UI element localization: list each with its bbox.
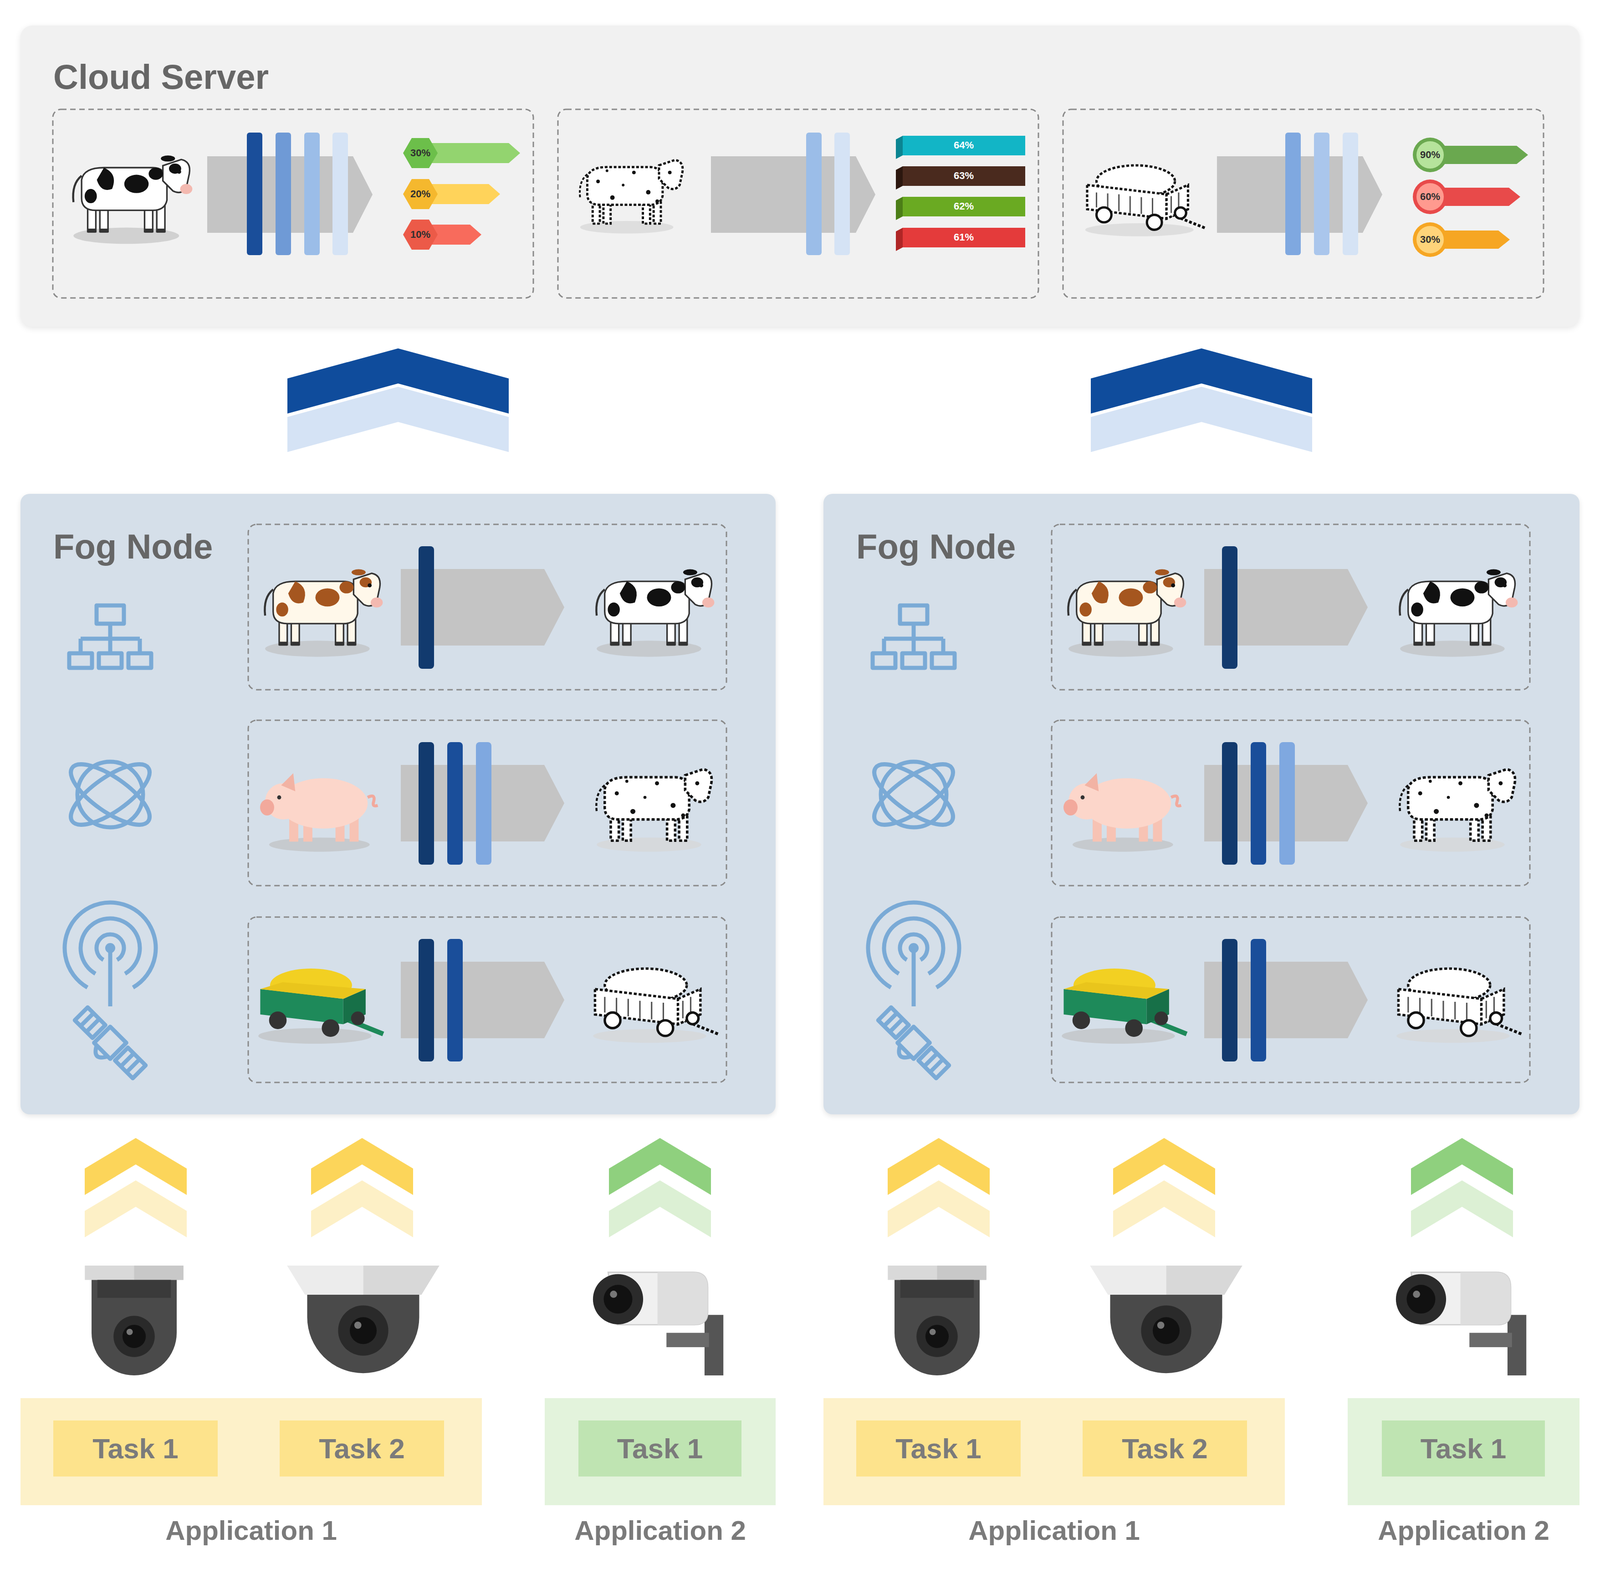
cloud-illustration-part [895,196,903,220]
upload-chevron [1410,1137,1514,1238]
fog-illustration-part [865,524,1530,1085]
cloud-illustration-part [895,166,903,190]
percentage-label: 61% [953,232,974,243]
task-box: Task 1 [53,1420,218,1477]
task-box: Task 1 [856,1420,1021,1477]
cloud-illustration-part-part [557,109,1039,298]
flow-chevron [287,348,509,453]
percentage-label: 60% [1420,191,1441,202]
percentage-label: 90% [1420,149,1441,160]
panel-title: Cloud Server [53,59,269,95]
cloud-illustration-part-part [52,109,534,298]
upload-chevron [1113,1137,1216,1238]
dome-camera [286,1265,440,1373]
cloud-illustration-part [52,109,1544,298]
fog-illustration [823,493,1580,1115]
percentage-label: 30% [410,148,431,159]
flow-chevron [1090,348,1313,453]
percentage-label: 62% [953,201,974,212]
application-label: Application 1 [968,1516,1140,1544]
task-box: Task 1 [1381,1420,1545,1477]
application-label: Application 2 [574,1516,747,1544]
cloud-illustration-part [1412,222,1448,257]
cloud-illustration-part [902,196,1026,217]
chevron-part [287,386,509,452]
upload-chevron [84,1137,187,1238]
cloud-illustration-part-part [1063,109,1544,298]
cloud-illustration-part [902,227,1026,248]
task-label: Task 1 [895,1434,982,1463]
fog-panel: Fog Node [823,493,1580,1115]
percentage-label: 64% [953,140,974,151]
task-box: Task 1 [578,1420,742,1477]
upload-chevron [608,1137,711,1238]
application-band: Application 1Task 1Task 2 [823,1397,1285,1505]
cloud-illustration-part [1416,141,1444,169]
task-box: Task 2 [1082,1420,1248,1477]
application-label: Application 1 [165,1516,338,1544]
fog-illustration-part [62,524,727,1085]
percentage-label: 20% [410,189,431,200]
fog-panel: Fog Node [20,493,776,1115]
cloud-illustration-part [1342,132,1359,256]
cloud-illustration-part [332,132,348,256]
cloud-illustration-part [73,155,193,244]
cloud-illustration-part [579,159,683,234]
bullet-camera [1395,1272,1527,1376]
cloud-illustration-part [1085,165,1205,237]
application-label: Application 2 [1377,1516,1550,1544]
cloud-illustration-part [1412,179,1448,215]
upload-chevron [887,1137,990,1238]
panel-title: Fog Node [856,529,1016,564]
cloud-illustration-part [304,132,320,256]
dome-camera [1089,1265,1243,1373]
cloud-illustration-part [895,135,903,159]
application-band: Application 2Task 1 [1347,1397,1580,1505]
cloud-illustration-part [403,138,438,169]
cloud-illustration-part [1313,132,1330,256]
task-label: Task 2 [1121,1434,1208,1463]
task-label: Task 1 [92,1434,179,1463]
percentage-label: 63% [953,170,974,181]
percentage-label: 10% [410,229,431,240]
cloud-illustration-part [806,132,822,256]
cloud-illustration-part [902,135,1026,156]
cloud-illustration-part [275,132,292,256]
cloud-illustration-part [246,132,263,256]
bullet-camera [592,1272,724,1376]
application-band: Application 2Task 1 [544,1397,776,1505]
percentage-label: 30% [1420,234,1441,245]
cloud-illustration-part [1412,137,1448,173]
cloud-illustration-part [1416,183,1444,211]
task-box: Task 2 [279,1420,445,1477]
dome-camera [84,1265,184,1376]
cloud-illustration-part [834,132,850,256]
cloud-illustration-part [403,219,438,250]
task-label: Task 1 [617,1434,703,1463]
cloud-illustration-part [902,166,1026,186]
cloud-illustration-part [403,178,438,210]
task-label: Task 2 [318,1434,405,1463]
chevron-part [1090,386,1313,452]
dome-camera [887,1265,987,1376]
fog-illustration [20,493,776,1115]
cloud-panel: Cloud Server 30% 20% 10% 64% 63% 62% 61% 90% 60% 3… [20,25,1580,327]
cloud-illustration-part [1285,132,1301,256]
cloud-illustration-part [710,156,876,233]
cloud-illustration-part [1416,225,1444,254]
cloud-illustration-part [895,227,903,251]
upload-chevron [311,1137,414,1238]
task-label: Task 1 [1420,1434,1507,1463]
application-band: Application 1Task 1Task 2 [20,1397,482,1505]
panel-title: Fog Node [53,529,213,564]
